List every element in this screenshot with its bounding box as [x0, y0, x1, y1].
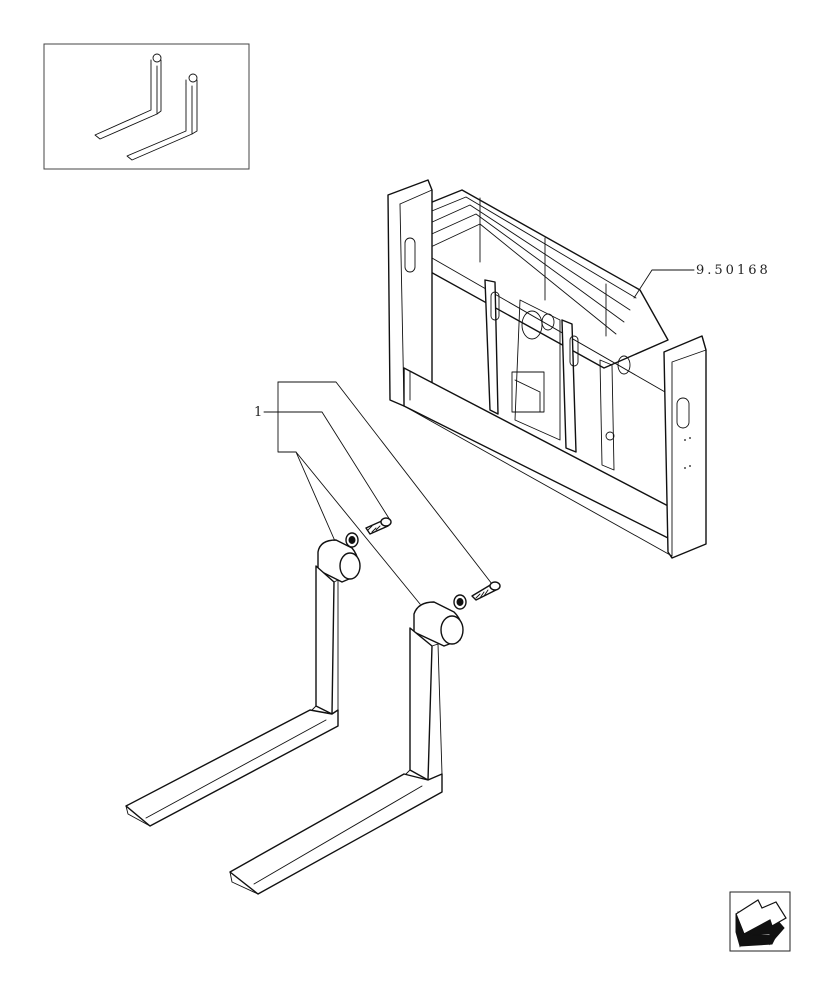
bolt-upper [365, 517, 392, 535]
fork-tine-left [125, 539, 361, 827]
frame-ref-label: 9.50168 [696, 263, 771, 278]
item-one-label: 1 [254, 405, 265, 420]
washer-lower [453, 594, 467, 610]
item-one-callout: 1 [254, 381, 493, 605]
inset-fork-right [126, 73, 198, 161]
fork-carriage-frame [387, 179, 707, 559]
inset-fork-left [94, 53, 162, 140]
fork-tine-right [229, 601, 464, 895]
inset-thumbnail [43, 43, 250, 170]
next-page-arrow-icon[interactable] [729, 891, 791, 952]
washer-upper [345, 532, 359, 548]
bolt-lower [471, 581, 501, 601]
frame-ref-leader [633, 269, 695, 299]
